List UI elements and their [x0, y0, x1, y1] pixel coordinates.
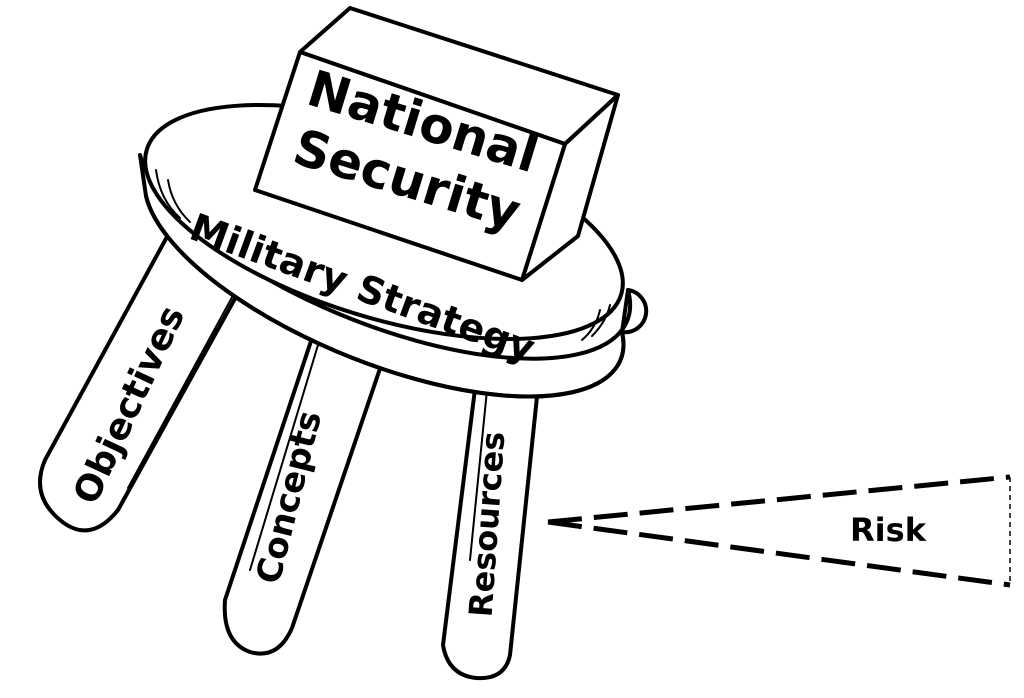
- leg-concepts: Concepts: [222, 318, 390, 656]
- national-security-box: National Security: [253, 6, 620, 282]
- risk-wedge: Risk: [547, 474, 1011, 588]
- risk-label: Risk: [850, 511, 927, 549]
- leg-resources: Resources: [441, 363, 542, 681]
